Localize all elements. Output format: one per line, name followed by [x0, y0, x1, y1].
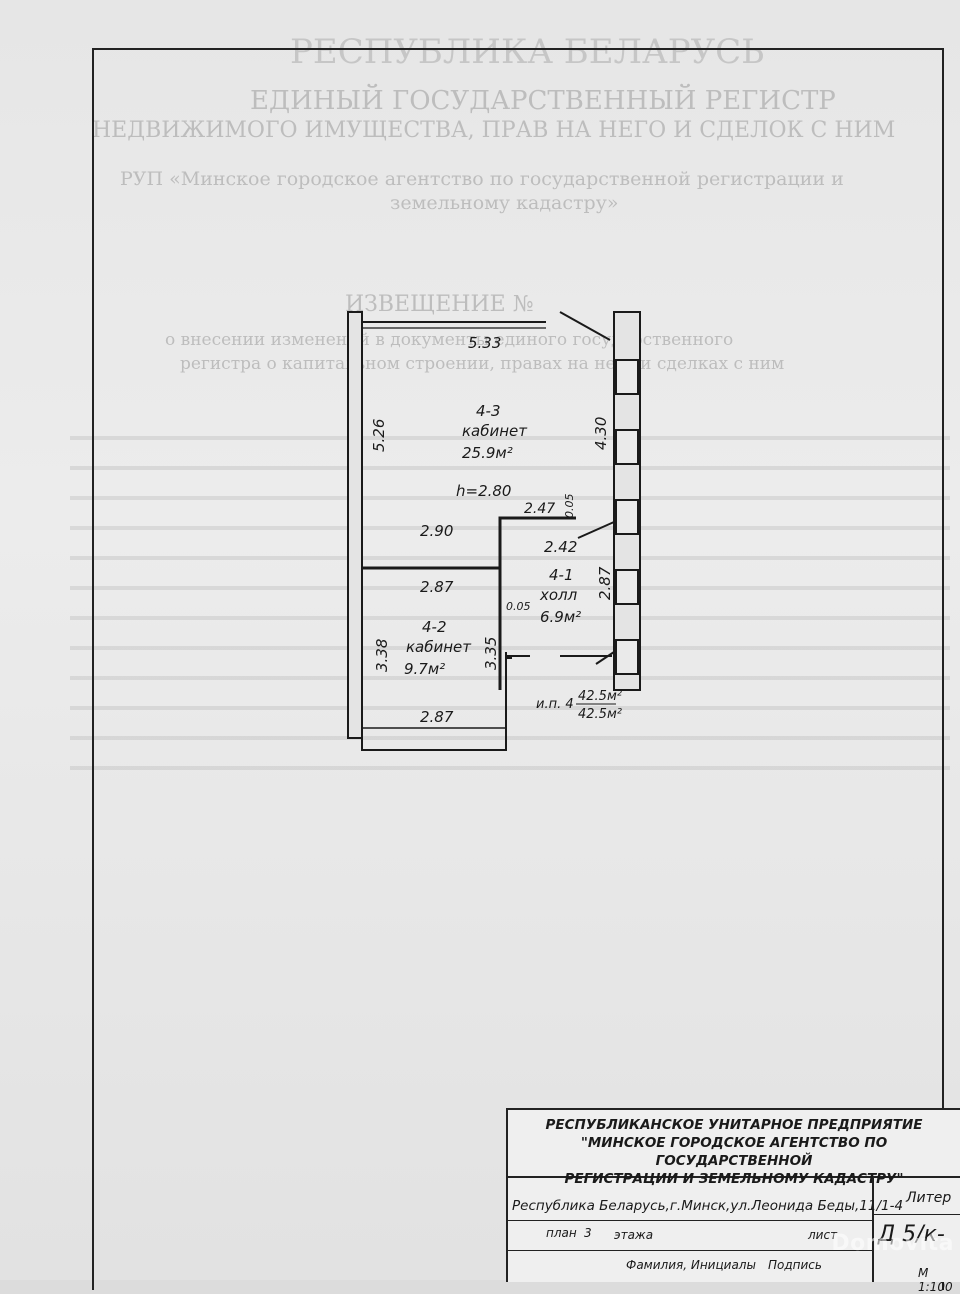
room-4-1-name: холл — [539, 586, 578, 604]
stamp-row-line — [508, 1220, 872, 1221]
liter-value: Д 5/к- — [878, 1222, 945, 1247]
bg-streaks — [70, 410, 950, 770]
org-line-2: "МИНСКОЕ ГОРОДСКОЕ АГЕНТСТВО ПО ГОСУДАРС… — [580, 1135, 888, 1169]
room-4-3-name: кабинет — [462, 422, 528, 440]
surname-label: Фамилия, Инициалы — [626, 1258, 756, 1272]
organization-name: РЕСПУБЛИКАНСКОЕ УНИТАРНОЕ ПРЕДПРИЯТИЕ "М… — [508, 1110, 960, 1187]
total-area-2: 42.5м² — [578, 707, 622, 722]
bg-line-3: НЕДВИЖИМОГО ИМУЩЕСТВА, ПРАВ НА НЕГО И СД… — [92, 118, 896, 143]
room-4-2-area: 9.7м² — [404, 660, 445, 678]
dim-div-vertical: 3.35 — [482, 637, 500, 670]
stamp-row-line-3 — [872, 1214, 960, 1215]
stamp-row-line-2 — [508, 1250, 872, 1251]
dim-mid-left: 2.90 — [420, 522, 453, 540]
bg-line-7: о внесении изменений в документы единого… — [165, 330, 734, 350]
dim-right-upper: 4.30 — [592, 417, 610, 450]
room-4-2-id: 4-2 — [422, 618, 447, 636]
org-line-1: РЕСПУБЛИКАНСКОЕ УНИТАРНОЕ ПРЕДПРИЯТИЕ — [545, 1117, 923, 1133]
dim-left-lower: 3.38 — [373, 639, 391, 672]
dim-div-length: 2.87 — [420, 578, 454, 596]
dim-hall-right: 2.87 — [596, 566, 614, 600]
drawing-frame — [92, 48, 944, 1290]
floor-word: этажа — [614, 1228, 654, 1242]
scale: М 1:100 — [918, 1266, 953, 1294]
bg-line-5: земельному кадастру» — [390, 192, 619, 214]
dim-left-upper: 5.26 — [370, 419, 388, 452]
sheet-label: лист — [808, 1228, 838, 1242]
room-4-2-name: кабинет — [406, 638, 472, 656]
dim-bottom: 2.87 — [420, 708, 454, 726]
room-4-1-area: 6.9м² — [540, 608, 581, 626]
bg-line-2: ЕДИНЫЙ ГОСУДАРСТВЕННЫЙ РЕГИСТР — [250, 86, 836, 116]
floor-label: и.п. 4 — [536, 697, 574, 712]
room-4-1-id: 4-1 — [549, 566, 574, 584]
address: Республика Беларусь,г.Минск,ул.Леонида Б… — [512, 1198, 904, 1214]
room-4-3-area: 25.9м² — [462, 444, 513, 462]
bg-line-6: ИЗВЕЩЕНИЕ № — [345, 292, 534, 317]
bg-line-1: РЕСПУБЛИКА БЕЛАРУСЬ — [290, 32, 765, 72]
title-block: РЕСПУБЛИКАНСКОЕ УНИТАРНОЕ ПРЕДПРИЯТИЕ "М… — [506, 1108, 960, 1294]
floor-number: 3 — [584, 1226, 592, 1240]
dim-small-a: 0.05 — [563, 494, 576, 519]
dim-mid-right: 2.47 — [524, 501, 555, 517]
liter-label: Литер — [906, 1190, 952, 1206]
stamp-divider — [872, 1178, 874, 1282]
plan-label: план — [546, 1226, 577, 1240]
total-area-1: 42.5м² — [578, 689, 622, 704]
room-4-3-id: 4-3 — [476, 402, 501, 420]
dim-top: 5.33 — [468, 334, 501, 352]
ceiling-height: h=2.80 — [456, 482, 511, 500]
dim-hall-top: 2.42 — [544, 538, 577, 556]
watermark: Domovita — [831, 1231, 954, 1256]
org-line-3: РЕГИСТРАЦИИ И ЗЕМЕЛЬНОМУ КАДАСТРУ" — [564, 1171, 904, 1187]
dim-small-b: 0.05 — [506, 600, 531, 613]
bg-line-4: РУП «Минское городское агентство по госу… — [120, 168, 844, 190]
signature-label: Подпись — [768, 1258, 822, 1272]
